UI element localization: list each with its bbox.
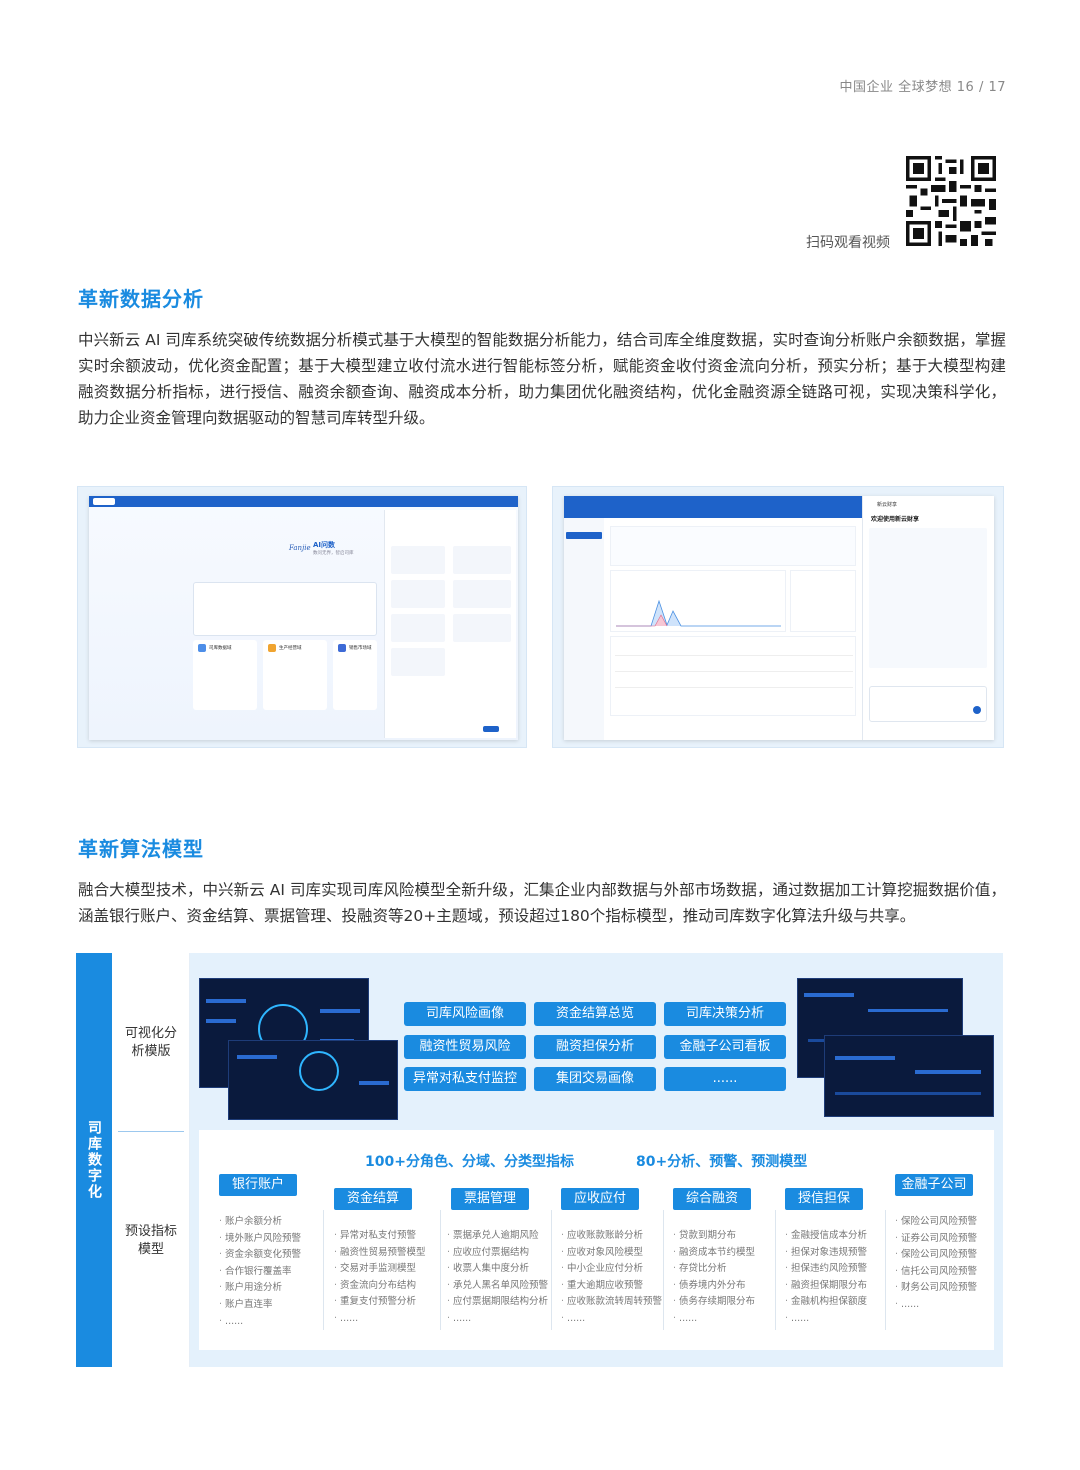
domain-credit-guarantee[interactable]: 授信担保 [785,1188,863,1210]
metric-title-models: 80+分析、预警、预测模型 [636,1154,808,1170]
ai-query-brand: Fanjie [289,544,311,552]
production-icon [268,644,276,652]
ai-query-topbar [89,496,518,507]
ai-query-window: Fanjie AI问数 数问无界，智启司库 司库数据域 生产经营域 销售市场域 [89,496,518,740]
qr-code-icon[interactable] [906,156,996,246]
finance-table [610,636,856,716]
list-receivables: 应收账款账龄分析 应收对象风险模型 中小企业应付分析 重大逾期应收预警 应收账款… [561,1228,662,1328]
template-risk-profile[interactable]: 司库风险画像 [404,1002,526,1026]
dashboard-thumb-4 [824,1035,994,1117]
assistant-input[interactable] [869,686,987,722]
row-labels: 可视化分析模版 预设指标模型 [112,953,190,1367]
template-guarantee-analysis[interactable]: 融资担保分析 [534,1035,656,1059]
ai-query-card-1[interactable]: 司库数据域 [193,640,257,710]
assistant-panel: 新云财享 欢迎使用新云财享 [862,496,994,740]
finance-topbar [564,496,862,518]
ai-query-title: AI问数 [313,541,336,549]
domain-financial-subsidiary[interactable]: 金融子公司 [895,1174,973,1196]
domain-settlement[interactable]: 资金结算 [334,1188,412,1210]
list-financial-subsidiary: 保险公司风险预警 证券公司风险预警 保险公司风险预警 信托公司风险预警 财务公司… [895,1214,977,1314]
ai-query-logo [93,498,115,505]
list-credit-guarantee: 金融授信成本分析 担保对象违规预警 担保违约风险预警 融资担保期限分布 金融机构… [785,1228,867,1328]
assistant-welcome: 欢迎使用新云财享 [871,516,920,523]
assistant-name: 新云财享 [877,502,898,508]
template-settlement-overview[interactable]: 资金结算总览 [534,1002,656,1026]
row-label-models: 预设指标模型 [124,1224,177,1257]
section-body-data-analysis: 中兴新云 AI 司库系统突破传统数据分析模式基于大模型的智能数据分析能力，结合司… [78,331,1006,427]
template-more[interactable]: ...... [664,1067,786,1091]
template-trade-risk[interactable]: 融资性贸易风险 [404,1035,526,1059]
screenshot-ai-query: Fanjie AI问数 数问无界，智启司库 司库数据域 生产经营域 销售市场域 [77,486,527,748]
finance-sidebar [564,518,604,740]
list-bank-account: 账户余额分析 境外账户风险预警 资金余额变化预警 合作银行覆盖率 账户用途分析 … [219,1214,301,1330]
send-button[interactable] [483,726,499,732]
row-divider [118,1131,184,1132]
ai-query-subtitle: 数问无界，智启司库 [313,551,354,556]
domain-receivables[interactable]: 应收应付 [561,1188,639,1210]
data-domain-icon [198,644,206,652]
section-title-algorithm: 革新算法模型 [78,837,204,861]
domain-bank-account[interactable]: 银行账户 [219,1174,297,1196]
template-subsidiary-board[interactable]: 金融子公司看板 [664,1035,786,1059]
dashboard-thumb-2 [228,1040,398,1120]
section-body-algorithm: 融合大模型技术，中兴新云 AI 司库实现司库风险模型全新升级，汇集企业内部数据与… [78,881,1006,925]
screenshot-finance-assistant: 新云财享 欢迎使用新云财享 [552,486,1004,748]
ai-query-card-2[interactable]: 生产经营域 [263,640,327,710]
list-settlement: 异常对私支付预警 融资性贸易预警模型 交易对手监测模型 资金流向分布结构 重复支… [334,1228,426,1328]
qr-label: 扫码观看视频 [806,235,890,251]
list-bills: 票据承兑人逾期风险 应收应付票据结构 收票人集中度分析 承兑人黑名单风险预警 应… [447,1228,548,1328]
list-financing: 贷款到期分布 融资成本节约模型 存贷比分析 债券境内外分布 债务存续期限分布 .… [673,1228,755,1328]
domain-bills[interactable]: 票据管理 [451,1188,529,1210]
ai-query-input[interactable] [193,582,377,636]
ai-query-side-panel [384,510,516,738]
template-group-trade[interactable]: 集团交易画像 [534,1067,656,1091]
page-header: 中国企业 全球梦想 16 / 17 [839,80,1006,95]
section-title-data-analysis: 革新数据分析 [78,287,204,311]
sales-icon [338,644,346,652]
finance-line-chart [616,599,781,627]
row-label-templates: 可视化分析模版 [124,1026,177,1059]
metric-title-indicators: 100+分角色、分域、分类型指标 [365,1154,574,1170]
side-label: 司库数字化 [76,953,112,1367]
domain-financing[interactable]: 综合融资 [673,1188,751,1210]
finance-window: 新云财享 欢迎使用新云财享 [564,496,994,740]
ai-query-card-3[interactable]: 销售市场域 [333,640,377,710]
template-private-payment[interactable]: 异常对私支付监控 [404,1067,526,1091]
template-decision-analysis[interactable]: 司库决策分析 [664,1002,786,1026]
finance-chart-area [610,570,786,632]
send-icon[interactable] [973,706,981,714]
